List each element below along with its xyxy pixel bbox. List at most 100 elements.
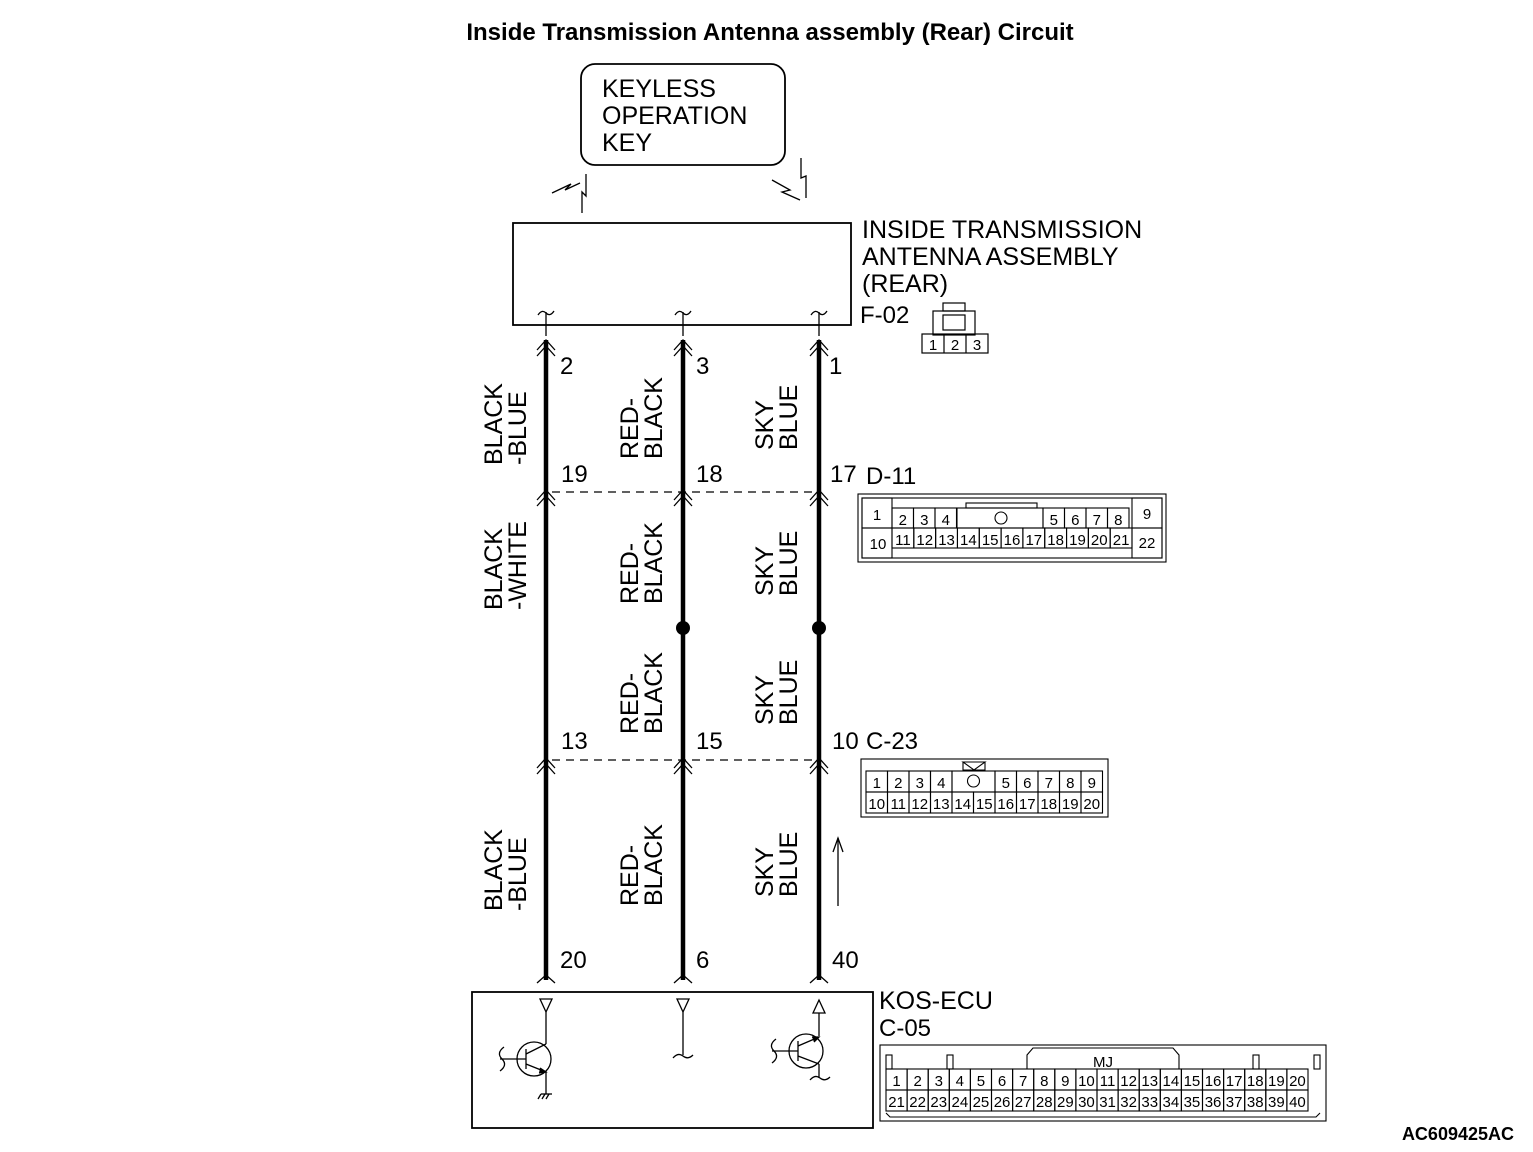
terminal-triangle-icon bbox=[675, 998, 691, 1014]
antenna-connector-id: F-02 bbox=[860, 302, 909, 329]
antenna-name-line-2: ANTENNA ASSEMBLY bbox=[862, 243, 1119, 271]
connector-chevron-icon bbox=[673, 495, 693, 507]
connector-pin: 19 bbox=[1069, 532, 1086, 549]
connector-pin: 36 bbox=[1205, 1094, 1222, 1111]
connector-pin: 16 bbox=[1205, 1073, 1222, 1090]
keyless-operation-key: KEYLESS OPERATION KEY bbox=[580, 63, 786, 166]
connector-pin: 14 bbox=[1163, 1073, 1180, 1090]
connector-pin: 22 bbox=[909, 1094, 926, 1111]
pin-number: 2 bbox=[560, 353, 573, 380]
connector-pin: 6 bbox=[998, 1073, 1006, 1090]
connector-pin: 9 bbox=[1143, 506, 1151, 523]
ecu-connector-id: C-05 bbox=[879, 1015, 931, 1042]
connector-pin: 4 bbox=[956, 1073, 964, 1090]
connector-chevron-icon bbox=[809, 495, 829, 507]
svg-text:BLUE: BLUE bbox=[775, 385, 803, 450]
svg-text:SKY: SKY bbox=[751, 847, 779, 897]
connector-pin: 5 bbox=[1050, 512, 1058, 529]
connector-housing bbox=[879, 1044, 1327, 1122]
connector-latch bbox=[961, 761, 987, 771]
connector-pin: 3 bbox=[920, 512, 928, 529]
wire-label-black-blue: BLACK -BLUE bbox=[480, 383, 532, 465]
wire-label-red-black: RED- BLACK bbox=[616, 522, 668, 604]
connector-pin: 28 bbox=[1036, 1094, 1053, 1111]
c05-connector-face: MJ12122232342452562672782892910301131123… bbox=[879, 1044, 1327, 1122]
connector-pin: 15 bbox=[982, 532, 999, 549]
kos-ecu: KOS-ECU C-05 bbox=[471, 987, 993, 1129]
connector-tag: MJ bbox=[1093, 1054, 1113, 1071]
wire-label-black-blue: BLACK -BLUE bbox=[480, 829, 532, 911]
f02-connector-face bbox=[921, 302, 989, 354]
f02-pin: 2 bbox=[951, 337, 959, 354]
connector-pin: 29 bbox=[1057, 1094, 1074, 1111]
connector-pin: 10 bbox=[868, 796, 885, 813]
connector-pin: 2 bbox=[913, 1073, 921, 1090]
connector-pin: 17 bbox=[1025, 532, 1042, 549]
connector-cell bbox=[1109, 527, 1133, 549]
connector-pin: 30 bbox=[1078, 1094, 1095, 1111]
connector-chevron-icon bbox=[673, 757, 693, 769]
connector-pin: 17 bbox=[1226, 1073, 1243, 1090]
connector-pin: 3 bbox=[935, 1073, 943, 1090]
svg-text:-BLUE: -BLUE bbox=[504, 391, 532, 465]
connector-pin: 18 bbox=[1247, 1073, 1264, 1090]
pin-number: 13 bbox=[561, 728, 588, 755]
connector-pin: 20 bbox=[1083, 796, 1100, 813]
c23-connector-id: C-23 bbox=[866, 728, 918, 755]
pin-number: 15 bbox=[696, 728, 723, 755]
connector-pin: 25 bbox=[973, 1094, 990, 1111]
pin-number: 18 bbox=[696, 461, 723, 488]
connector-pin: 18 bbox=[1047, 532, 1064, 549]
antenna-name-line-1: INSIDE TRANSMISSION bbox=[862, 216, 1142, 244]
connector-pin: 6 bbox=[1071, 512, 1079, 529]
wire-label-sky-blue: SKY BLUE bbox=[751, 660, 803, 725]
connector-chevron-icon bbox=[536, 495, 556, 507]
antenna-assembly: INSIDE TRANSMISSION ANTENNA ASSEMBLY (RE… bbox=[512, 216, 1142, 329]
connector-pin: 16 bbox=[997, 796, 1014, 813]
connector-cell bbox=[1286, 1089, 1309, 1112]
connector-chevron-icon bbox=[673, 339, 693, 351]
connector-housing bbox=[857, 493, 1167, 563]
svg-text:RED-: RED- bbox=[616, 845, 644, 906]
connector-housing bbox=[860, 758, 1109, 818]
connector-latch bbox=[965, 502, 1038, 509]
keyless-key-line-3: KEY bbox=[602, 129, 652, 157]
antenna-name-line-3: (REAR) bbox=[862, 270, 948, 298]
connector-cell bbox=[951, 770, 996, 793]
pin-number: 40 bbox=[832, 947, 859, 974]
svg-text:SKY: SKY bbox=[751, 400, 779, 450]
wire-label-red-black: RED- BLACK bbox=[616, 824, 668, 906]
connector-edge bbox=[885, 1112, 1321, 1118]
wire-label-sky-blue: SKY BLUE bbox=[751, 832, 803, 897]
connector-chevron-icon bbox=[536, 339, 556, 351]
connector-pin: 13 bbox=[938, 532, 955, 549]
connector-tilde-icon bbox=[810, 310, 828, 316]
connector-pin: 13 bbox=[933, 796, 950, 813]
connector-pin: 12 bbox=[911, 796, 928, 813]
pin-number: 20 bbox=[560, 947, 587, 974]
connector-pin: 13 bbox=[1141, 1073, 1158, 1090]
connector-pin: 11 bbox=[890, 796, 906, 813]
connector-pin: 34 bbox=[1163, 1094, 1180, 1111]
splice-point bbox=[812, 621, 826, 635]
connector-tab bbox=[946, 1054, 954, 1070]
radio-signal-icon bbox=[551, 158, 807, 213]
svg-text:BLACK: BLACK bbox=[640, 522, 668, 604]
connector-pin: 12 bbox=[916, 532, 933, 549]
connector-pin: 14 bbox=[954, 796, 971, 813]
connector-pin: 20 bbox=[1289, 1073, 1306, 1090]
pin-number: 1 bbox=[829, 353, 842, 380]
pin-numbers: 2 3 1 19 18 17 D-11 13 15 10 C-23 20 6 4… bbox=[560, 353, 918, 974]
connector-pin: 21 bbox=[888, 1094, 905, 1111]
figure-code: AC609425AC bbox=[1402, 1124, 1514, 1144]
connector-pin: 7 bbox=[1019, 1073, 1027, 1090]
connector-pin: 19 bbox=[1268, 1073, 1285, 1090]
wires bbox=[536, 310, 829, 984]
connector-pin: 24 bbox=[952, 1094, 969, 1111]
pin-number: 6 bbox=[696, 947, 709, 974]
ecu-internal-circuit bbox=[498, 998, 831, 1100]
connector-pin: 14 bbox=[960, 532, 977, 549]
connector-pin: 23 bbox=[930, 1094, 947, 1111]
